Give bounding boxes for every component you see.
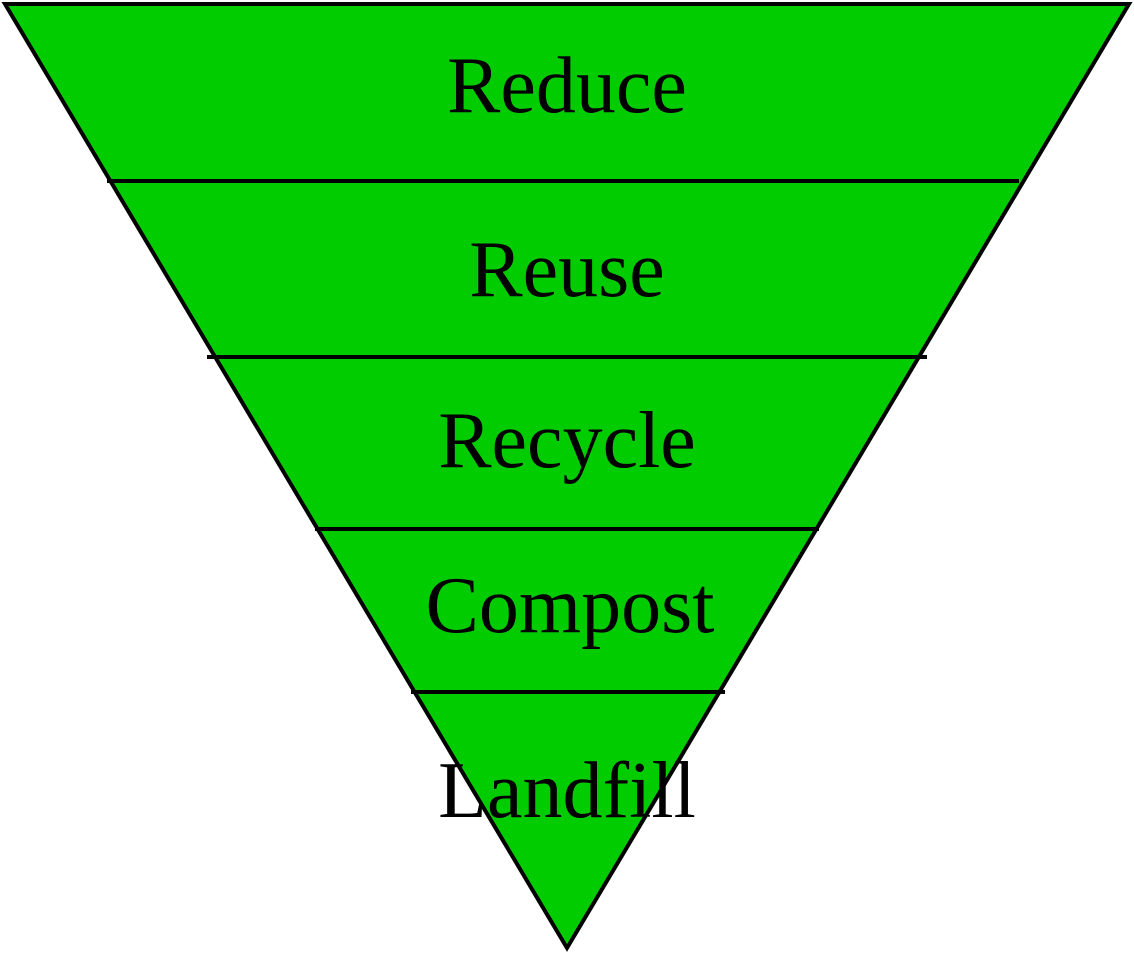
- tier-label-reuse: Reuse: [469, 226, 665, 314]
- tier-label-recycle: Recycle: [438, 397, 696, 485]
- tier-label-reduce: Reduce: [447, 42, 687, 130]
- tier-label-compost: Compost: [426, 562, 715, 650]
- tier-label-landfill: Landfill: [438, 747, 696, 835]
